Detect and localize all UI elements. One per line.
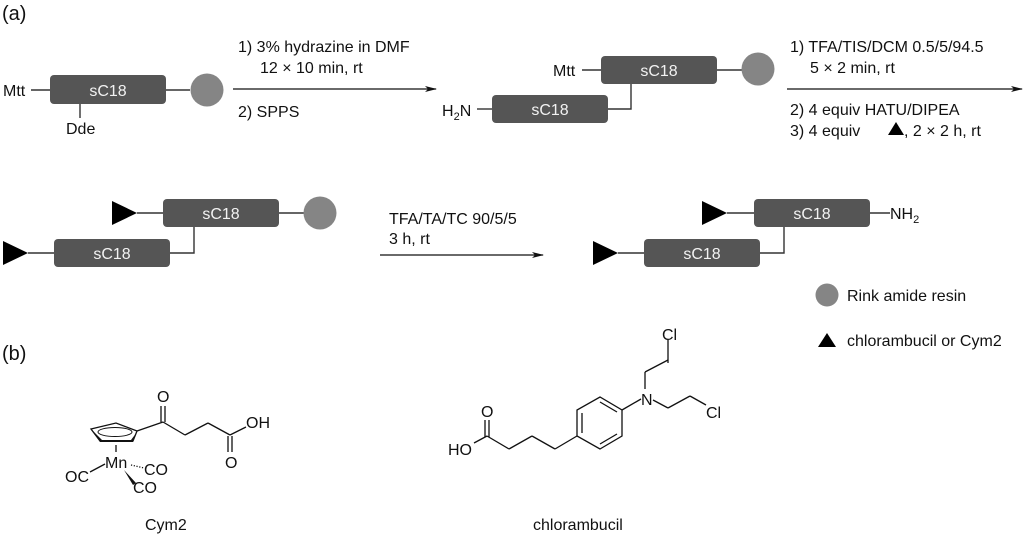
resin-bead-icon: [190, 73, 224, 107]
atom-ho: HO: [448, 442, 472, 459]
cym2-structure: O OH O Mn CO CO OC Cym2: [65, 389, 270, 534]
atom-o: O: [157, 389, 169, 406]
bond: [689, 395, 707, 406]
branch-line: [607, 84, 632, 110]
conjugate-triangle-icon: [702, 201, 727, 225]
panel-label-a: (a): [2, 3, 26, 25]
legend-label-resin: Rink amide resin: [847, 288, 966, 305]
sc18-segment: [54, 239, 170, 267]
atom-o: O: [481, 404, 493, 421]
bond: [667, 395, 691, 409]
reaction-step-2: 1) TFA/TIS/DCM 0.5/5/94.5 5 × 2 min, rt …: [787, 39, 1023, 140]
atom-oc: OC: [65, 469, 89, 486]
reaction-step-1: 1) 3% hydrazine in DMF 12 × 10 min, rt 2…: [233, 39, 437, 121]
bond: [486, 435, 510, 450]
panel-label-b: (b): [2, 343, 26, 365]
sc18-segment: [492, 95, 608, 123]
condition-text: 3) 4 equiv: [790, 123, 860, 140]
sc18-label: sC18: [640, 63, 677, 80]
legend-resin-icon: [815, 283, 839, 307]
atom-mn: Mn: [105, 455, 127, 472]
legend-label-conjugate: chlorambucil or Cym2: [847, 333, 1002, 350]
branch-line: [760, 227, 785, 254]
sc18-label: sC18: [793, 206, 830, 223]
bond: [89, 463, 106, 473]
bond: [554, 435, 578, 450]
resin-bead-icon: [741, 52, 775, 86]
bond: [162, 421, 186, 436]
dde-label: Dde: [66, 121, 95, 138]
condition-text: 2) 4 equiv HATU/DIPEA: [790, 102, 960, 119]
bond: [599, 433, 618, 445]
sc18-segment: [163, 199, 279, 227]
bond: [136, 421, 164, 432]
condition-text: 1) 3% hydrazine in DMF: [238, 39, 410, 56]
benzene-ring: [576, 396, 623, 450]
atom-co: CO: [133, 480, 157, 497]
conjugate-triangle-icon: [3, 241, 28, 265]
conjugate-triangle-icon: [888, 122, 904, 135]
bond: [508, 435, 533, 450]
atom-n: N: [641, 392, 653, 409]
conjugate-triangle-icon: [593, 241, 618, 265]
legend: Rink amide resin chlorambucil or Cym2: [815, 283, 1002, 350]
sc18-segment: [601, 56, 717, 84]
sc18-segment: [50, 75, 166, 104]
bond: [531, 435, 556, 450]
conjugate-triangle-icon: [112, 201, 137, 225]
bond: [473, 435, 488, 444]
condition-text: 5 × 2 min, rt: [810, 60, 895, 77]
legend-triangle-icon: [818, 333, 836, 347]
reaction-step-3: TFA/TA/TC 90/5/5 3 h, rt: [380, 211, 544, 258]
sc18-label: sC18: [683, 246, 720, 263]
intermediate-1: Mtt sC18 H2N sC18: [442, 52, 775, 123]
bond: [652, 399, 669, 409]
bond: [207, 422, 231, 436]
resin-bead-icon: [303, 196, 337, 230]
sc18-segment: [754, 199, 870, 227]
h2n-label: H2N: [442, 103, 471, 123]
condition-text: , 2 × 2 h, rt: [904, 123, 981, 140]
sc18-label: sC18: [89, 83, 126, 100]
atom-cl: Cl: [706, 405, 721, 422]
sc18-segment: [644, 239, 760, 267]
condition-text: 12 × 10 min, rt: [260, 60, 363, 77]
sc18-label: sC18: [93, 246, 130, 263]
condition-text: TFA/TA/TC 90/5/5: [389, 211, 517, 228]
atom-o: O: [225, 455, 237, 472]
bond: [621, 398, 642, 411]
atom-cl: Cl: [662, 327, 677, 344]
hashed-bond: [130, 464, 145, 469]
resin-bound-conjugate: sC18 sC18: [3, 196, 337, 267]
starting-material: Mtt sC18 Dde: [3, 73, 224, 138]
atom-co: CO: [144, 462, 168, 479]
mtt-label: Mtt: [3, 83, 26, 100]
cym2-name: Cym2: [145, 517, 187, 534]
final-product: sC18 NH2 sC18: [593, 199, 919, 267]
condition-text: 1) TFA/TIS/DCM 0.5/5/94.5: [790, 39, 984, 56]
condition-text: 2) SPPS: [238, 104, 299, 121]
sc18-label: sC18: [531, 102, 568, 119]
mtt-label: Mtt: [553, 63, 576, 80]
bond: [599, 401, 618, 413]
bond: [644, 359, 669, 373]
chlorambucil-structure: N Cl Cl O HO chlorambucil: [448, 327, 721, 534]
aromatic-ellipse: [97, 427, 133, 437]
bond: [184, 422, 209, 436]
ring-front-wedge: [92, 430, 137, 442]
bond: [229, 426, 247, 436]
chlorambucil-name: chlorambucil: [533, 517, 623, 534]
nh2-label: NH2: [890, 206, 919, 226]
atom-oh: OH: [246, 415, 270, 432]
wedge-bond: [124, 470, 136, 485]
sc18-label: sC18: [202, 206, 239, 223]
condition-text: 3 h, rt: [389, 231, 430, 248]
branch-line: [170, 227, 195, 254]
